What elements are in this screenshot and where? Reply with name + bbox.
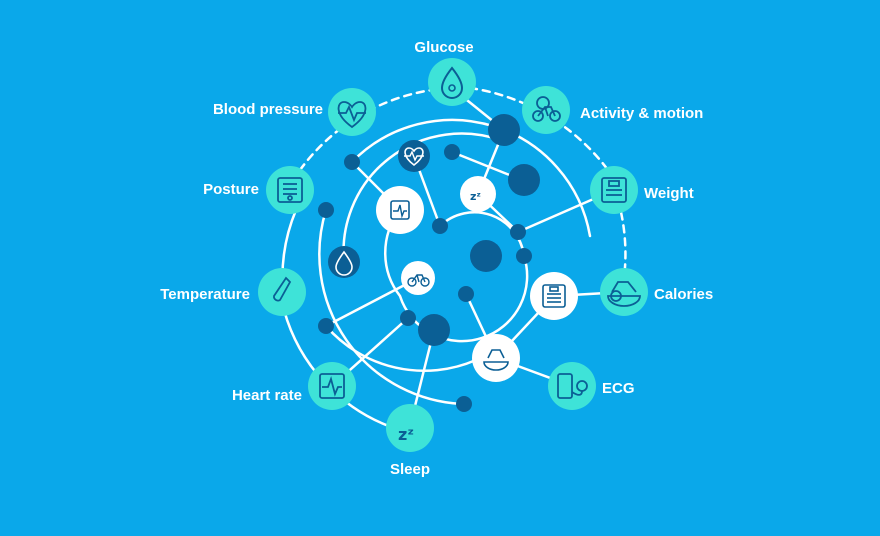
- heart-pulse-icon: [404, 147, 424, 167]
- node-temperature[interactable]: [258, 268, 306, 316]
- label-blood-pressure: Blood pressure: [213, 101, 323, 118]
- thermometer-icon: [273, 276, 292, 302]
- dot: [458, 286, 474, 302]
- label-activity: Activity & motion: [580, 105, 703, 122]
- orbit-4: [342, 132, 502, 264]
- dark-dots: [318, 114, 540, 412]
- dot: [516, 248, 532, 264]
- dot: [318, 202, 334, 218]
- label-glucose: Glucose: [414, 39, 473, 56]
- heart-rate-monitor-icon: [319, 373, 345, 399]
- dot-large: [508, 164, 540, 196]
- ecg-monitor-icon: [557, 373, 588, 399]
- bicycle-icon: [532, 96, 561, 122]
- orbit-inner: [383, 208, 529, 343]
- node-calories[interactable]: [600, 268, 648, 316]
- sleep-zzz-icon: zᶻ: [470, 190, 481, 203]
- label-ecg: ECG: [602, 380, 635, 397]
- food-icon: [483, 349, 509, 371]
- sleep-zzz-icon: zᶻ: [398, 425, 414, 444]
- node-ecg[interactable]: [548, 362, 596, 410]
- orbit-5: [324, 324, 478, 373]
- glucose-drop-icon: [335, 250, 353, 276]
- node-posture[interactable]: [266, 166, 314, 214]
- dot: [432, 218, 448, 234]
- glucose-drop-icon: [440, 66, 464, 99]
- label-calories: Calories: [654, 286, 713, 303]
- label-temperature: Temperature: [160, 286, 250, 303]
- label-sleep: Sleep: [390, 461, 430, 478]
- node-glucose[interactable]: [428, 58, 476, 106]
- outer-dashed-arc-top-right: [468, 86, 617, 182]
- node-weight[interactable]: [590, 166, 638, 214]
- dot-large: [488, 114, 520, 146]
- dot: [400, 310, 416, 326]
- dot-large: [418, 314, 450, 346]
- dot: [318, 318, 334, 334]
- orbit-3: [318, 208, 464, 406]
- metric-labels: Glucose Activity & motion Weight Calorie…: [160, 39, 713, 478]
- ecg-monitor-icon: [390, 200, 410, 220]
- dot: [444, 144, 460, 160]
- dot: [456, 396, 472, 412]
- posture-icon: [277, 177, 303, 203]
- heart-pulse-icon: [337, 101, 367, 129]
- inner-white-node-sleep: zᶻ: [460, 176, 496, 212]
- inner-dark-node-glucose: [328, 246, 360, 278]
- food-icon: [607, 281, 641, 307]
- node-blood-pressure[interactable]: [328, 88, 376, 136]
- inner-white-node-scale: [530, 272, 578, 320]
- inner-white-node-bicycle: [401, 261, 435, 295]
- inner-white-node-ecg: [376, 186, 424, 234]
- label-weight: Weight: [644, 185, 694, 202]
- dot: [510, 224, 526, 240]
- label-heart-rate: Heart rate: [232, 387, 302, 404]
- node-activity[interactable]: [522, 86, 570, 134]
- scale-icon: [601, 177, 627, 203]
- dot-large: [470, 240, 502, 272]
- dot: [344, 154, 360, 170]
- scale-icon: [542, 284, 566, 308]
- inner-dark-node-heart: [398, 140, 430, 172]
- spoke-temp-center: [324, 276, 420, 328]
- node-sleep[interactable]: zᶻ: [386, 404, 434, 452]
- node-heart-rate[interactable]: [308, 362, 356, 410]
- bicycle-icon: [407, 274, 430, 287]
- inner-white-node-food: [472, 334, 520, 382]
- label-posture: Posture: [203, 181, 259, 198]
